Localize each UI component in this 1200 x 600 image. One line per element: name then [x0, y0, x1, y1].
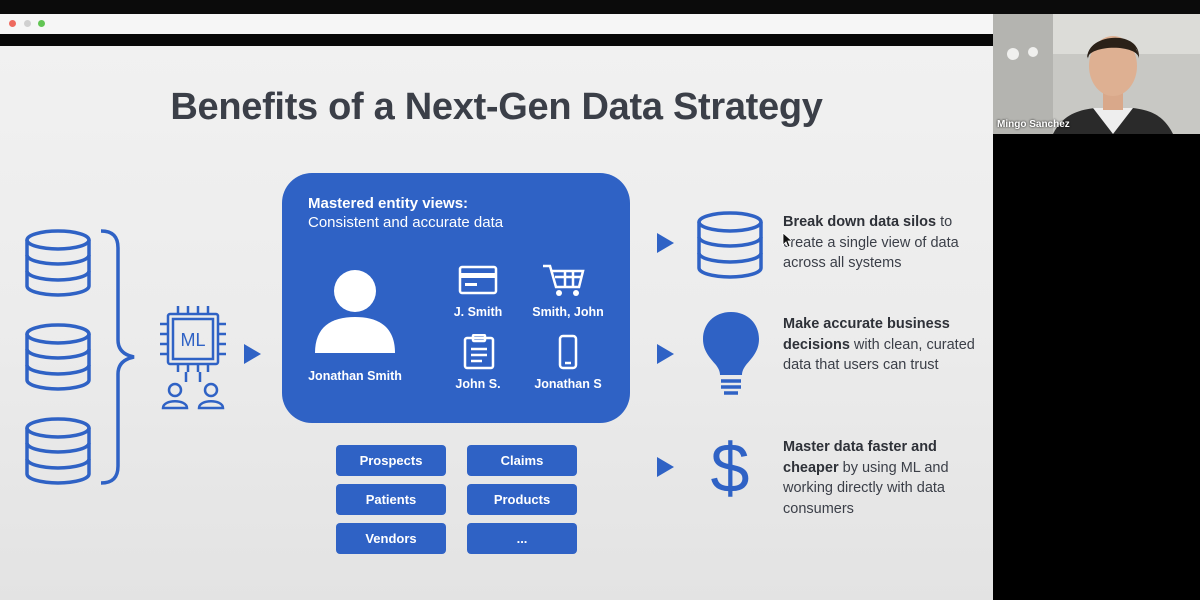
video-panel-background: [993, 134, 1200, 600]
browser-bar: [0, 14, 993, 34]
light-bulb-icon: [703, 312, 759, 395]
ml-label: ML: [180, 330, 205, 350]
benefit-2-rest: with clean, curated data that users can …: [783, 336, 975, 374]
top-bar: [0, 0, 1200, 14]
slide-title: Benefits of a Next-Gen Data Strategy: [170, 86, 823, 128]
category-more: ...: [467, 523, 577, 554]
clipboard-icon: [463, 334, 495, 370]
category-patients: Patients: [336, 484, 446, 515]
presentation-slide: Benefits of a Next-Gen Data Strategy: [0, 46, 993, 600]
card-title: Mastered entity views:: [308, 195, 469, 212]
category-prospects: Prospects: [336, 445, 446, 476]
arrow-benefit-3: [657, 457, 674, 477]
benefit-3-rest: by using ML and working directly with da…: [783, 459, 949, 517]
mobile-phone-icon: [558, 334, 578, 370]
person-icon: [315, 270, 395, 353]
main-person-name: Jonathan Smith: [308, 369, 402, 383]
participant-avatar: [993, 14, 1200, 134]
variant-j-smith: J. Smith: [453, 305, 503, 319]
divider-band: [0, 34, 993, 46]
benefit-break-silos: Break down data silos to create a single…: [783, 212, 983, 274]
ml-chip-icon: ML: [160, 306, 226, 410]
benefit-accurate-decisions: Make accurate business decisions with cl…: [783, 314, 983, 376]
close-window-dot[interactable]: [9, 20, 16, 27]
dollar-symbol: $: [711, 430, 750, 504]
variant-smith-john: Smith, John: [532, 305, 604, 319]
arrow-benefit-2: [657, 344, 674, 364]
brace-icon: [100, 229, 135, 485]
category-products: Products: [467, 484, 577, 515]
database-stack-icon: [25, 229, 91, 485]
dollar-sign-icon: $: [711, 430, 750, 504]
benefit-1-bold: Break down data silos: [783, 214, 937, 230]
card-subtitle: Consistent and accurate data: [308, 214, 504, 231]
credit-card-icon: [458, 265, 498, 295]
mouse-cursor-icon: [782, 232, 792, 248]
category-claims: Claims: [467, 445, 577, 476]
variant-jonathan-s: Jonathan S: [534, 377, 602, 391]
variant-john-s: John S.: [455, 377, 501, 391]
maximize-window-dot[interactable]: [38, 20, 45, 27]
arrow-benefit-1: [657, 233, 674, 253]
benefit-2-bold: Make accurate business decisions: [783, 316, 950, 353]
mastered-entity-card: Mastered entity views: Consistent and ac…: [282, 173, 630, 423]
category-vendors: Vendors: [336, 523, 446, 554]
arrow-to-card: [244, 344, 261, 364]
benefit-master-faster: Master data faster and cheaper by using …: [783, 437, 983, 519]
database-icon: [697, 211, 763, 279]
participant-video[interactable]: Mingo Sanchez: [993, 14, 1200, 134]
benefit-1-rest: to create a single view of data across a…: [783, 214, 959, 271]
benefit-3-bold: Master data faster and cheaper: [783, 439, 937, 476]
shopping-cart-icon: [543, 264, 585, 296]
participant-name: Mingo Sanchez: [997, 119, 1070, 130]
minimize-window-dot[interactable]: [24, 20, 31, 27]
